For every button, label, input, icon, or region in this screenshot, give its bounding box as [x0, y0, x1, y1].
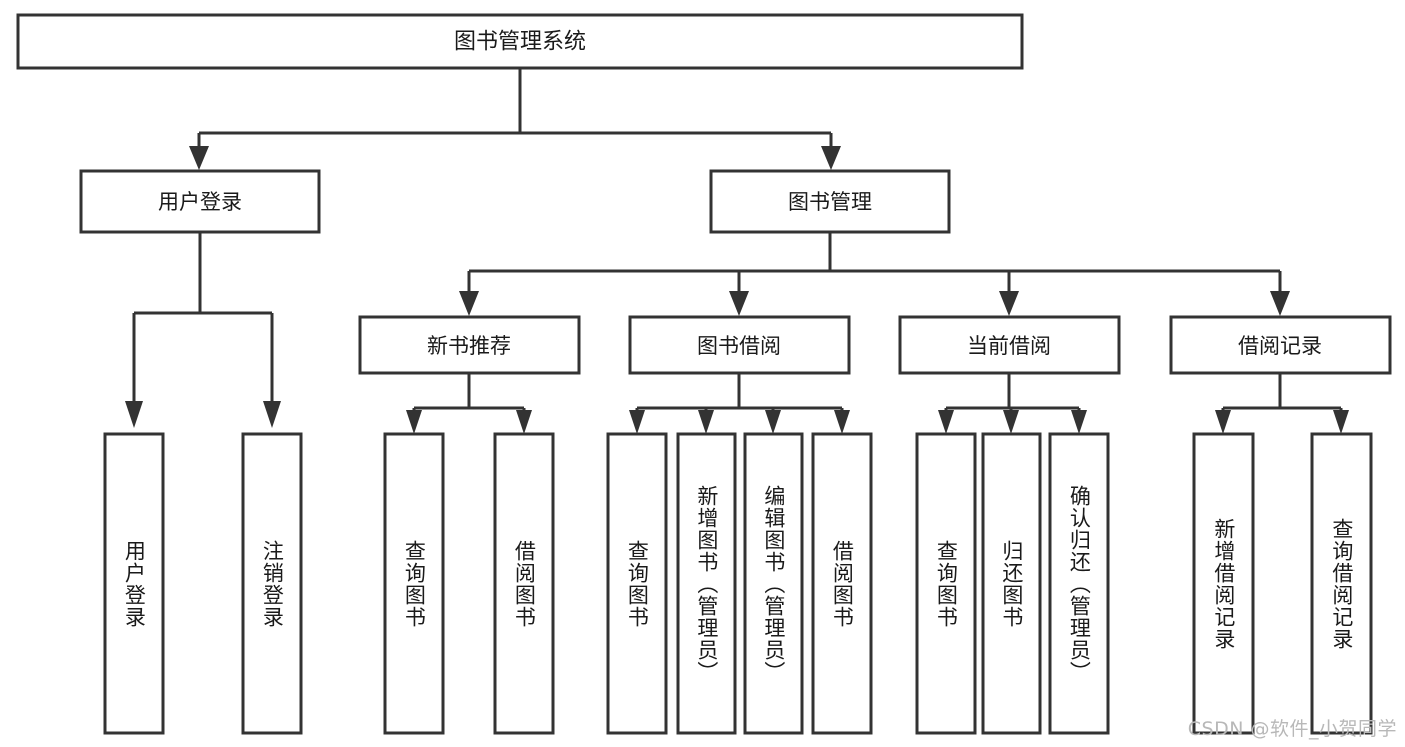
leaf-box-return-book[interactable] — [981, 432, 1042, 735]
root-node-box[interactable] — [16, 13, 1024, 70]
new-book-recommend-node-label: 新书推荐 — [427, 334, 511, 358]
arrowhead-book-borrow-leaf2 — [698, 410, 714, 434]
leaf-box-query-book-borrow[interactable] — [606, 432, 668, 735]
arrowhead-current-borrow-leaf3 — [1071, 410, 1087, 434]
current-borrow-node-label: 当前借阅 — [967, 334, 1051, 358]
leaf-box-borrow-book[interactable] — [811, 432, 873, 735]
root-node-label: 图书管理系统 — [454, 30, 586, 55]
arrowhead-book-borrow-leaf4 — [834, 410, 850, 434]
arrowhead-current-borrow — [999, 291, 1019, 316]
borrow-record-node-box[interactable] — [1169, 315, 1392, 375]
leaf-box-logout[interactable] — [241, 432, 303, 735]
node-borrow-record[interactable]: 借阅记录 — [1169, 315, 1392, 375]
leaf-box-query-book-recommend[interactable] — [383, 432, 445, 735]
leaf-box-query-book-current[interactable] — [915, 432, 977, 735]
arrowhead-borrow-record-leaf1 — [1215, 410, 1231, 434]
arrowhead-book-management — [821, 146, 841, 170]
arrowhead-user-login-leaf2 — [263, 401, 281, 428]
arrowhead-borrow-record-leaf2 — [1333, 410, 1349, 434]
arrowhead-book-borrow — [729, 291, 749, 316]
node-new-book-recommend[interactable]: 新书推荐 — [358, 315, 581, 375]
book-borrow-node-label: 图书借阅 — [697, 334, 781, 358]
leaf-box-user-login[interactable] — [103, 432, 165, 735]
book-management-node-label: 图书管理 — [788, 190, 872, 214]
leaf-box-confirm-return-admin[interactable] — [1048, 432, 1110, 735]
node-user-login[interactable]: 用户登录 — [79, 169, 321, 234]
leaf-box-borrow-book-recommend[interactable] — [493, 432, 555, 735]
node-book-management[interactable]: 图书管理 — [709, 169, 951, 234]
arrowhead-current-borrow-leaf1 — [938, 410, 954, 434]
csdn-watermark: CSDN @软件_小贺同学 — [1187, 718, 1397, 740]
arrowhead-book-borrow-leaf1 — [629, 410, 645, 434]
node-current-borrow[interactable]: 当前借阅 — [898, 315, 1121, 375]
leaf-box-add-borrow-record[interactable] — [1192, 432, 1255, 735]
arrowhead-borrow-record — [1270, 291, 1290, 316]
borrow-record-node-label: 借阅记录 — [1238, 334, 1322, 358]
arrowhead-new-book-recommend — [459, 291, 479, 316]
arrowhead-new-book-leaf2 — [516, 410, 532, 434]
leaf-box-query-borrow-record[interactable] — [1310, 432, 1373, 735]
arrowhead-current-borrow-leaf2 — [1003, 410, 1019, 434]
book-management-node-box[interactable] — [709, 169, 951, 234]
arrowhead-new-book-leaf1 — [406, 410, 422, 434]
arrowhead-book-borrow-leaf3 — [765, 410, 781, 434]
new-book-recommend-node-box[interactable] — [358, 315, 581, 375]
node-root-book-management-system[interactable]: 图书管理系统 — [16, 13, 1024, 70]
leaf-box-add-book-admin[interactable] — [676, 432, 737, 735]
arrowhead-user-login — [189, 146, 209, 170]
current-borrow-node-box[interactable] — [898, 315, 1121, 375]
book-borrow-node-box[interactable] — [628, 315, 851, 375]
user-login-node-label: 用户登录 — [158, 190, 242, 214]
leaf-box-edit-book-admin[interactable] — [743, 432, 804, 735]
arrowhead-user-login-leaf1 — [125, 401, 143, 428]
node-book-borrow[interactable]: 图书借阅 — [628, 315, 851, 375]
